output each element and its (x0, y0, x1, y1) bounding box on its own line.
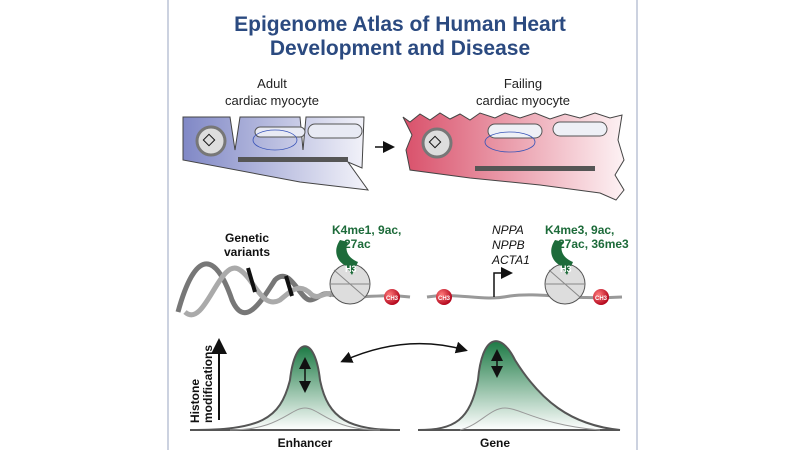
methyl-group-1: CH3 (384, 289, 400, 305)
failing-label-2: cardiac myocyte (476, 93, 570, 108)
nucleosome-gene: H3 (544, 240, 586, 305)
failing-cardiac-myocyte (402, 112, 625, 201)
enhancer-marks-line-2: 27ac (344, 237, 371, 251)
adult-cardiac-myocyte (182, 116, 370, 191)
svg-text:CH3: CH3 (438, 296, 451, 302)
dna-helix (175, 261, 337, 318)
chromatin-strand-right (426, 293, 623, 300)
adult-label-1: Adult (257, 76, 287, 91)
title-line-1: Epigenome Atlas of Human Heart (234, 13, 566, 36)
svg-text:CH3: CH3 (595, 296, 608, 302)
gene-acta1: ACTA1 (491, 253, 530, 267)
histone-tail-icon (551, 240, 573, 275)
axis-label-1: Histone (188, 379, 202, 423)
enhancer-peak (189, 345, 401, 431)
gene-nppb: NPPB (492, 238, 525, 252)
axis-label-2: modifications (201, 345, 215, 423)
gene-peak (417, 340, 621, 431)
histone-tail-icon (336, 240, 358, 275)
svg-text:H3: H3 (560, 264, 572, 274)
enhancer-gene-interaction-arrow (340, 341, 468, 363)
methyl-group-3: CH3 (593, 289, 609, 305)
genetic-variants-label-2: variants (224, 245, 270, 259)
gene-marks-line-2: 27ac, 36me3 (558, 237, 629, 251)
enhancer-marks-line-1: K4me1, 9ac, (332, 223, 401, 237)
gene-nppa: NPPA (492, 223, 524, 237)
histone-label: H3 (345, 264, 357, 274)
nucleosome-enhancer: H3 (329, 240, 371, 305)
gene-marks-line-1: K4me3, 9ac, (545, 223, 614, 237)
enhancer-label: Enhancer (278, 436, 333, 450)
failing-label-1: Failing (504, 76, 542, 91)
svg-text:CH3: CH3 (386, 296, 399, 302)
adult-label-2: cardiac myocyte (225, 93, 319, 108)
title-line-2: Development and Disease (270, 37, 530, 60)
gene-label: Gene (480, 436, 510, 450)
methyl-group-2: CH3 (436, 289, 452, 305)
genetic-variants-label-1: Genetic (225, 231, 269, 245)
transcription-start-arrow (493, 267, 513, 297)
